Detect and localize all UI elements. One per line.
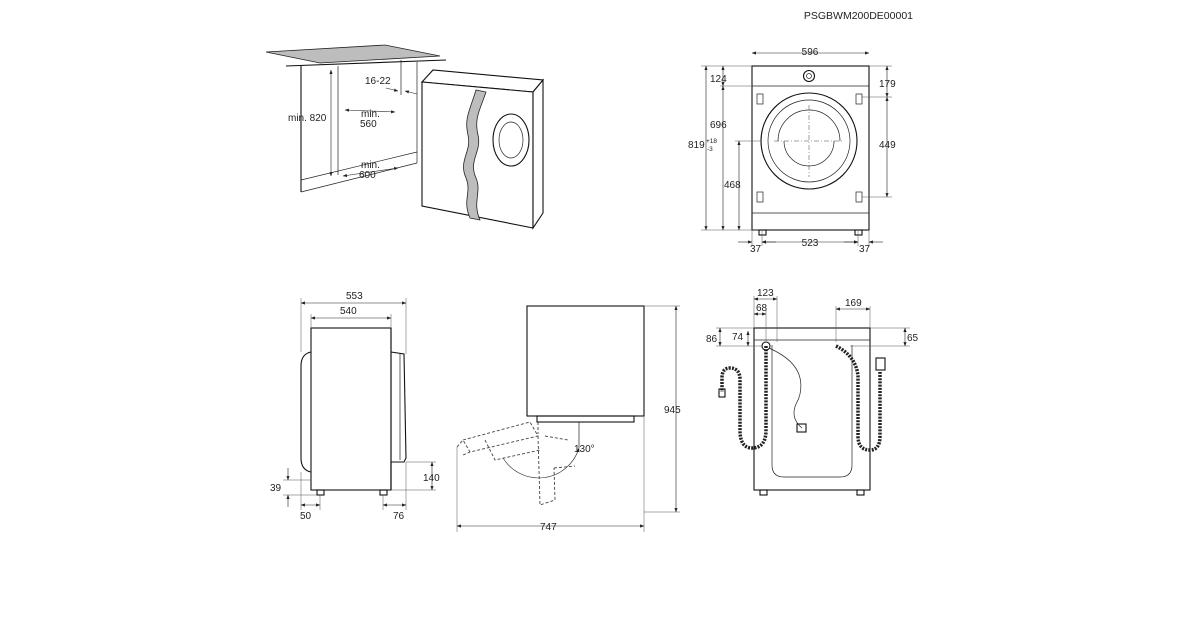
program-knob: [802, 69, 816, 83]
open-door-outline: [462, 421, 539, 453]
front-foot-left-label: 37: [750, 244, 762, 255]
door-opening-view: 130° 945 747: [456, 305, 681, 533]
rear-inlet-x-label: 123: [757, 288, 774, 299]
side-foot-rear: [379, 489, 388, 496]
side-depth-total-label: 553: [346, 291, 363, 302]
front-top-offset-label: 124: [710, 74, 727, 85]
side-depth-body-label: 540: [340, 306, 357, 317]
door-swing-arc: [502, 447, 580, 479]
side-body-outline: [310, 327, 392, 491]
rear-drain-x-label: 169: [845, 298, 862, 309]
front-total-height-label: 819: [688, 140, 705, 151]
front-view: 596 124 696 819 +18 -3 468 179 449 5: [688, 47, 896, 255]
niche-perspective-view: min. 820 16-22 min. 560 min. 600: [265, 44, 545, 230]
front-foot-right-label: 37: [859, 244, 871, 255]
door-view-height-label: 945: [664, 405, 681, 416]
door-porthole: [492, 113, 530, 167]
rear-body-outline: [753, 327, 871, 491]
rear-inlet-offset-label: 68: [756, 303, 768, 314]
front-foot-right: [854, 229, 863, 236]
rear-view: 123 68 169 86 74 65: [706, 288, 919, 496]
rear-inlet-height-label: 86: [706, 334, 718, 345]
machine-side: [532, 78, 544, 230]
door-view-body: [526, 305, 645, 417]
front-door-height-label: 449: [879, 140, 896, 151]
front-width-label: 596: [802, 47, 819, 58]
rear-drain-height-label: 65: [907, 333, 919, 344]
front-total-height-tol-plus: +18: [706, 138, 717, 145]
front-door-center-label: 468: [724, 180, 741, 191]
door-open-depth-label: 747: [540, 522, 557, 533]
front-feet-spacing-label: 523: [802, 238, 819, 249]
front-foot-left: [758, 229, 767, 236]
inlet-hose: [720, 346, 768, 450]
niche-depth-label-1: min.: [361, 160, 380, 171]
side-view: 553 540 39 50 76 140: [270, 291, 440, 522]
power-plug: [796, 423, 807, 433]
side-foot-front-label: 50: [300, 511, 312, 522]
door-opening-angle-label: 130°: [574, 444, 595, 455]
front-top-right-label: 179: [879, 79, 896, 90]
front-body-outline: [751, 65, 870, 231]
side-foot-front: [316, 489, 325, 496]
front-inner-height-label: 696: [710, 120, 727, 131]
front-total-height-tol-minus: -3: [707, 146, 713, 153]
drain-hose: [835, 344, 882, 452]
niche-gap-label: 16-22: [365, 76, 391, 87]
side-step-height-label: 140: [423, 473, 440, 484]
counter-top: [265, 44, 441, 64]
rear-inlet-height-inner-label: 74: [732, 332, 744, 343]
niche-depth-label-2: 600: [359, 170, 376, 181]
niche-height-label: min. 820: [288, 113, 327, 124]
document-code: PSGBWM200DE00001: [804, 10, 913, 22]
side-foot-rear-label: 76: [393, 511, 405, 522]
power-cable: [768, 347, 803, 429]
niche-width-label-2: 560: [360, 119, 377, 130]
drain-hose-end: [875, 357, 886, 371]
cabinet-side-panel: [463, 89, 487, 221]
niche-width-label-1: min.: [361, 109, 380, 120]
side-bottom-height-label: 39: [270, 483, 282, 494]
